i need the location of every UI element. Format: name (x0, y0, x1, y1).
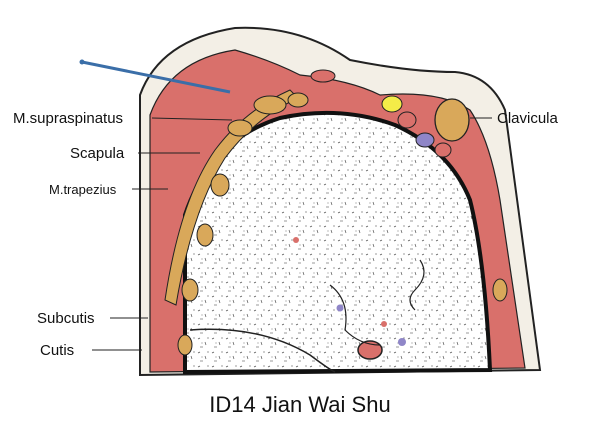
bone-fragment (492, 278, 508, 302)
bone-fragment (227, 119, 253, 137)
vessel-purple (336, 304, 344, 312)
leader-line-supraspinatus (151, 117, 233, 121)
clavicula-bone (434, 98, 470, 142)
bone-fragment (177, 334, 193, 356)
inner-structure (189, 328, 336, 373)
acupuncture-needle (81, 60, 231, 94)
vessel-red (397, 111, 417, 129)
bone-fragment (196, 223, 214, 247)
label-scapula: Scapula (70, 145, 125, 162)
label-cutis: Cutis (40, 342, 74, 359)
vessel-red (310, 69, 336, 83)
inner-structure (409, 259, 425, 311)
vessel-red (381, 321, 387, 327)
vessel-red (434, 142, 452, 158)
vessel-yellow (381, 95, 403, 113)
bone-fragment (210, 173, 230, 197)
label-subcutis: Subcutis (37, 310, 95, 327)
label-supraspinatus: M.supraspinatus (13, 110, 123, 127)
label-clavicula: Clavicula (497, 110, 559, 127)
bone-fragment (181, 278, 199, 302)
bone-fragment (287, 92, 309, 108)
needle-handle-icon (79, 59, 85, 65)
vessel-purple (415, 132, 435, 148)
bone-fragment (253, 95, 287, 115)
vessel-red (357, 340, 383, 360)
label-trapezius: M.trapezius (49, 182, 117, 197)
vessel-purple (398, 338, 406, 346)
inner-structure (329, 284, 381, 346)
diagram-caption: ID14 Jian Wai Shu (209, 392, 390, 417)
vessel-red (293, 237, 299, 243)
